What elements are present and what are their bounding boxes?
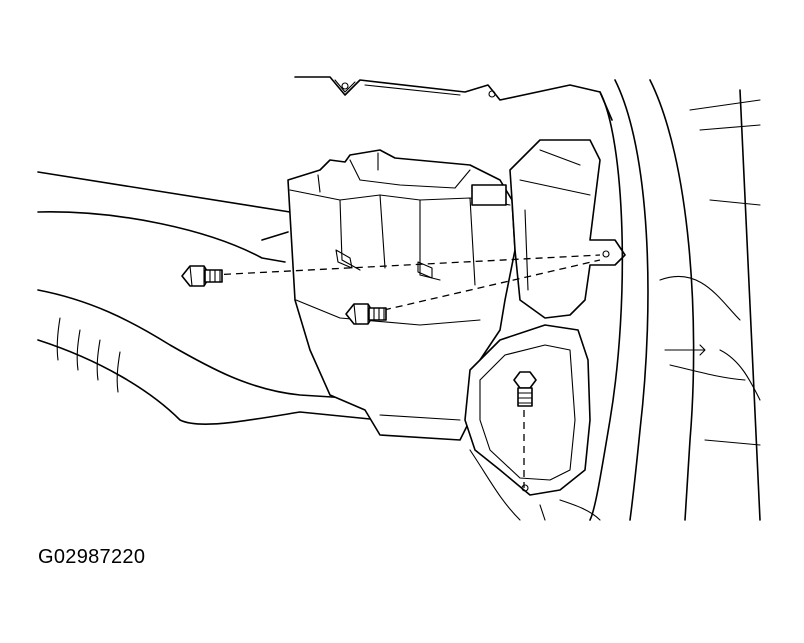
lower-cutaway <box>469 449 601 521</box>
figure-code: G02987220 <box>38 546 146 568</box>
lower-support-bracket <box>464 324 591 496</box>
hex-flange-bolt-icon <box>181 265 223 287</box>
module-housing <box>261 149 516 441</box>
hex-flange-bolt-icon <box>345 303 387 325</box>
alignment-lines <box>211 254 601 488</box>
hex-flange-bolt-icon <box>513 371 537 407</box>
upper-body-panel <box>294 76 613 121</box>
body-pillar <box>589 79 761 521</box>
mounting-bracket <box>509 139 626 319</box>
floor-panel <box>37 171 381 425</box>
